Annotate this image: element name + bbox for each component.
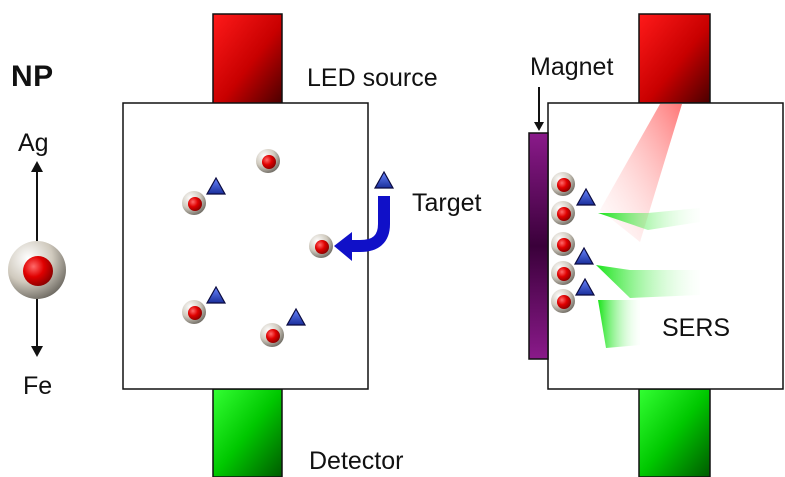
np-legend-fe-core (23, 256, 53, 286)
np-free-5 (260, 323, 284, 347)
np-captured-3 (551, 232, 575, 256)
np-free-2 (182, 191, 206, 215)
np-free-3 (309, 234, 333, 258)
np-captured-2 (551, 201, 575, 225)
led-source-right (638, 13, 711, 104)
target-free-3 (205, 285, 227, 304)
raman-beam-2 (596, 265, 700, 298)
np-captured-5 (551, 289, 575, 313)
raman-beam-3 (598, 300, 640, 348)
ag-arrowhead (31, 161, 43, 172)
detector-left (212, 388, 283, 477)
fe-arrowhead (31, 346, 43, 357)
fe-label: Fe (23, 372, 53, 400)
np-captured-1-fe-core (557, 178, 571, 192)
target-bound-1 (575, 187, 597, 206)
binding-arrow (352, 196, 390, 252)
magnet-label: Magnet (530, 53, 614, 81)
magnet-pointer-arrowhead (534, 122, 544, 131)
np-captured-4-fe-core (557, 267, 571, 281)
np-captured-2-fe-core (557, 207, 571, 221)
target-free-4 (285, 307, 307, 326)
target-bound-3 (574, 277, 596, 296)
raman-beam-1 (598, 208, 700, 230)
np-free-1 (256, 149, 280, 173)
detector-label: Detector (309, 447, 404, 475)
np-free-5-fe-core (266, 329, 280, 343)
sers-label: SERS (662, 314, 731, 342)
magnet (528, 132, 549, 360)
np-free-4 (182, 300, 206, 324)
np-captured-5-fe-core (557, 295, 571, 309)
target-label: Target (412, 189, 482, 217)
np-free-3-fe-core (315, 240, 329, 254)
target-free-2 (373, 170, 395, 189)
sample-chamber-right (547, 102, 784, 390)
np-free-1-fe-core (262, 155, 276, 169)
detector-right (638, 388, 711, 477)
led-source-left (212, 13, 283, 105)
target-bound-2 (573, 246, 595, 265)
np-free-2-fe-core (188, 197, 202, 211)
binding-arrowhead (334, 232, 352, 261)
np-legend-title: NP (11, 60, 54, 93)
ag-label: Ag (18, 129, 49, 157)
led-source-label: LED source (307, 64, 438, 92)
target-free-1 (205, 176, 227, 195)
np-free-4-fe-core (188, 306, 202, 320)
excitation-beam (600, 104, 682, 242)
np-legend (8, 241, 66, 299)
np-captured-3-fe-core (557, 238, 571, 252)
np-captured-1 (551, 172, 575, 196)
np-captured-4 (551, 261, 575, 285)
